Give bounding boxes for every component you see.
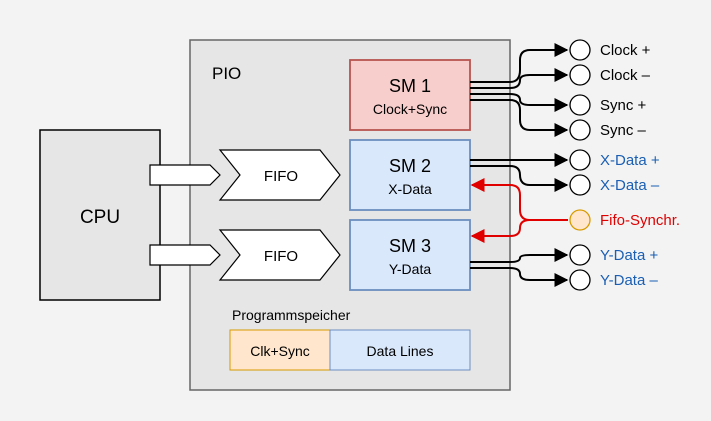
terminal-xdata-plus	[569, 149, 591, 171]
sm1-title: SM 1	[389, 76, 431, 96]
terminal-clock-plus	[569, 39, 591, 61]
terminal-sync-plus	[569, 94, 591, 116]
sm3-subtitle: Y-Data	[389, 261, 432, 277]
cpu-label: CPU	[80, 207, 120, 228]
cpu-fifo-arrow-bottom	[149, 244, 221, 266]
sm3-title: SM 3	[389, 236, 431, 256]
output-terminals	[569, 39, 591, 291]
sm2-block	[349, 139, 471, 211]
program-memory-datalines	[329, 329, 471, 371]
sm2-title: SM 2	[389, 156, 431, 176]
sm3-connections	[470, 248, 569, 287]
sm3-block	[349, 219, 471, 291]
label-sync-plus: Sync +	[600, 97, 647, 114]
terminal-clock-minus	[569, 64, 591, 86]
label-clock-minus: Clock –	[600, 67, 651, 84]
sm2-connections	[470, 153, 569, 192]
sm1-subtitle: Clock+Sync	[373, 101, 447, 117]
label-clock-plus: Clock +	[600, 42, 651, 59]
label-xdata-minus: X-Data –	[600, 177, 660, 194]
terminal-ydata-plus	[569, 244, 591, 266]
sm2-subtitle: X-Data	[388, 181, 432, 197]
terminal-xdata-minus	[569, 174, 591, 196]
cpu-fifo-arrow-top	[149, 164, 221, 186]
sm1-connections	[470, 43, 569, 137]
program-memory-clksync-label: Clk+Sync	[250, 343, 310, 359]
fifo-sync-connections	[470, 178, 568, 243]
label-xdata-plus: X-Data +	[600, 152, 660, 169]
pio-label: PIO	[212, 64, 241, 83]
terminal-sync-minus	[569, 119, 591, 141]
terminal-ydata-minus	[569, 269, 591, 291]
label-fifo-sync: Fifo-Synchr.	[600, 212, 680, 229]
label-ydata-plus: Y-Data +	[600, 247, 658, 264]
label-ydata-minus: Y-Data –	[600, 272, 658, 289]
program-memory-datalines-label: Data Lines	[367, 343, 434, 359]
fifo-bottom-label: FIFO	[264, 248, 298, 265]
program-memory-label: Programmspeicher	[232, 307, 351, 323]
label-sync-minus: Sync –	[600, 122, 647, 139]
terminal-fifo-sync	[569, 209, 591, 231]
cpu-block	[39, 129, 161, 301]
fifo-top	[218, 149, 341, 201]
fifo-top-label: FIFO	[264, 168, 298, 185]
fifo-bottom	[218, 229, 341, 281]
